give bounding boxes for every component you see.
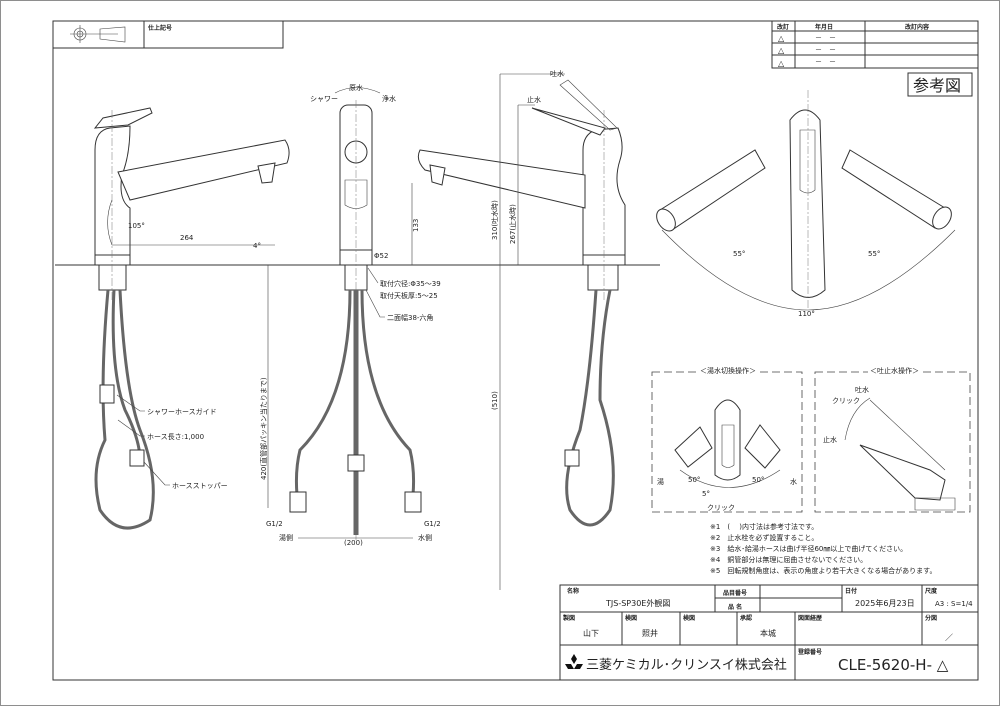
label-hot-side: 湯側 xyxy=(279,533,293,542)
dim-top-angle-total: 110° xyxy=(798,310,815,318)
mode-purified: 浄水 xyxy=(382,94,396,103)
mitsubishi-logo-icon xyxy=(565,654,583,669)
inspected-label: 検図 xyxy=(683,614,695,622)
drawing-frame xyxy=(52,20,979,681)
title-block: 名称 TJS-SP30E外観図 品目番号 品 名 日付 2025年6月23日 尺… xyxy=(559,584,979,681)
spout-detail: ＜吐止水操作＞ 吐水 クリック 止水 xyxy=(814,364,971,513)
reference-stamp: 参考図 xyxy=(907,72,973,97)
projection-symbol-icon xyxy=(70,25,126,43)
hot-cold-title: ＜湯水切換操作＞ xyxy=(700,366,756,375)
dim-diameter: Φ52 xyxy=(374,252,388,260)
label-click: クリック xyxy=(707,504,735,512)
approved-label: 承認 xyxy=(740,614,752,622)
scale-label: 尺度 xyxy=(925,587,938,595)
label-mount-hole: 取付穴径:Φ35～39 xyxy=(380,279,441,288)
dim-click-angle: 5° xyxy=(702,490,710,498)
note-1: ※1 ( )内寸法は参考寸法です。 xyxy=(710,522,818,531)
header-date: 年月日 xyxy=(815,23,833,31)
hot-cold-detail: ＜湯水切換操作＞ 湯 水 50° 50° 5° クリック xyxy=(651,364,803,513)
top-view: 55° 55° 110° xyxy=(656,90,956,318)
dim-top-angle-right: 55° xyxy=(868,250,880,258)
revision-table: 改訂 年月日 改訂内容 △ － － △ － － △ － － xyxy=(771,20,979,69)
revision-date: － － xyxy=(815,34,836,42)
header-revision: 改訂 xyxy=(777,23,789,31)
label-shower-hose-guide: シャワーホースガイド xyxy=(147,407,217,416)
dim-510: (510) xyxy=(491,391,499,410)
note-4: ※4 銅管部分は無理に屈曲させないでください。 xyxy=(710,555,867,564)
dim-133: 133 xyxy=(412,219,420,232)
label-counter-thickness: 取付天板厚:5～25 xyxy=(380,291,438,300)
dim-spout-angle: 4° xyxy=(253,242,261,250)
spout-title: ＜吐止水操作＞ xyxy=(870,366,919,375)
dim-420: 420(直管部パッキン当たりまで) xyxy=(259,377,268,480)
label-g-right: G1/2 xyxy=(424,520,441,528)
dim-267: 267(止水時) xyxy=(508,204,517,244)
drawn-value: 山下 xyxy=(583,628,599,638)
company-name: 三菱ケミカル･クリンスイ株式会社 xyxy=(586,657,787,673)
label-hose-stopper: ホースストッパー xyxy=(172,482,228,490)
label-spout-click: クリック xyxy=(832,397,860,405)
revision-mark: △ xyxy=(778,59,785,68)
item-no-label: 品目番号 xyxy=(723,589,747,597)
note-2: ※2 止水栓を必ず設置すること。 xyxy=(710,533,818,542)
front-view: 原水 シャワー 浄水 Φ52 取付穴径:Φ35～39 取付天板厚:5～25 二面… xyxy=(259,83,441,547)
item-name-label: 品 名 xyxy=(728,603,742,611)
reference-stamp-text: 参考図 xyxy=(913,76,961,95)
drawn-label: 製図 xyxy=(562,614,575,622)
dim-hot-angle: 50° xyxy=(688,476,700,484)
mode-shower: シャワー xyxy=(310,95,338,103)
approved-value: 本城 xyxy=(760,628,776,638)
revision-mark: △ xyxy=(778,46,785,55)
note-3: ※3 給水･給湯ホースは曲げ半径60㎜以上で曲げてください。 xyxy=(710,544,907,553)
date-label: 日付 xyxy=(845,587,857,595)
scale-value: A3 : S=1/4 xyxy=(935,600,973,608)
label-outlet: 吐水 xyxy=(550,69,564,78)
label-hex: 二面幅38-六角 xyxy=(387,313,433,322)
reg-number: CLE-5620-H- △ xyxy=(838,656,949,674)
revision-date: － － xyxy=(815,58,836,66)
dim-lever-angle: 105° xyxy=(128,222,145,230)
dim-spacing: (200) xyxy=(344,539,363,547)
dim-top-angle-left: 55° xyxy=(733,250,745,258)
reg-label: 登録番号 xyxy=(797,648,822,656)
checked-value: 照井 xyxy=(642,628,658,638)
notes: ※1 ( )内寸法は参考寸法です。 ※2 止水栓を必ず設置すること。 ※3 給水… xyxy=(710,522,936,575)
finish-symbol-box: 仕上記号 xyxy=(52,20,284,49)
label-hose-length: ホース長さ:1,000 xyxy=(147,433,204,441)
label-g-left: G1/2 xyxy=(266,520,283,528)
label-spout-stop: 止水 xyxy=(823,435,837,444)
side-view-right: 133 310(吐水時) 267(止水時) (510) 吐水 止水 xyxy=(411,69,626,590)
drawing-name: TJS-SP30E外観図 xyxy=(605,598,670,608)
header-content: 改訂内容 xyxy=(905,23,929,31)
name-label: 名称 xyxy=(567,587,579,595)
label-cold: 水 xyxy=(790,477,797,486)
finish-label: 仕上記号 xyxy=(147,24,172,32)
dim-spout-length: 264 xyxy=(180,234,194,242)
date-value: 2025年6月23日 xyxy=(855,598,915,608)
sheet-label: 分図 xyxy=(925,614,937,622)
side-view-left: 264 105° 4° シャワーホースガイド ホース長さ:1,000 ホーススト… xyxy=(93,107,290,530)
note-5: ※5 回転規制角度は、表示の角度より若干大きくなる場合があります。 xyxy=(710,566,936,575)
label-cold-side: 水側 xyxy=(418,533,432,542)
checked-label: 検図 xyxy=(625,614,637,622)
dim-310: 310(吐水時) xyxy=(490,200,499,240)
history-label: 図面経歴 xyxy=(798,614,822,622)
label-stop: 止水 xyxy=(527,95,541,104)
label-spout-outlet: 吐水 xyxy=(855,385,869,394)
revision-date: － － xyxy=(815,46,836,54)
sheet-value: ／ xyxy=(945,633,953,642)
dim-cold-angle: 50° xyxy=(752,476,764,484)
label-hot: 湯 xyxy=(657,477,664,486)
revision-mark: △ xyxy=(778,34,785,43)
